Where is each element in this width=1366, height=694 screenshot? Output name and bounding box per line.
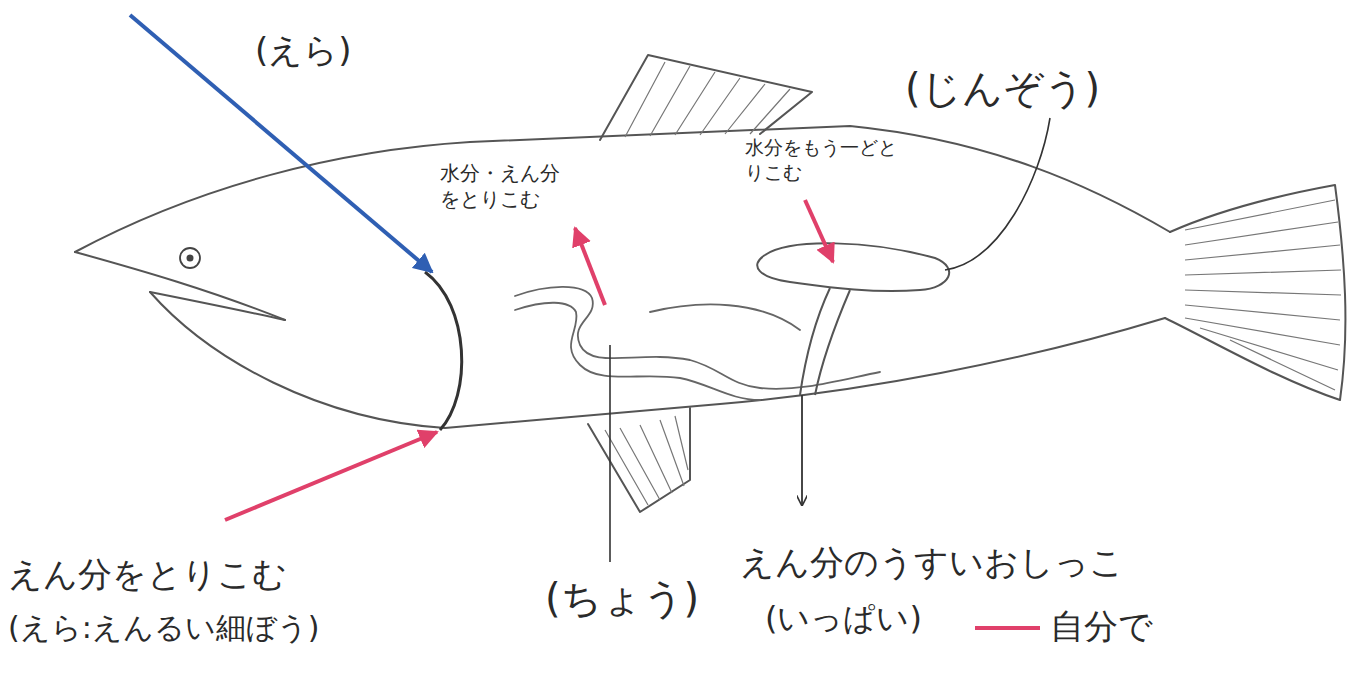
part-name: (じんぞう) bbox=[905, 62, 1100, 114]
note: えん分をとりこむ bbox=[8, 552, 287, 596]
note: 水分をもう一どとりこむ bbox=[745, 135, 905, 184]
note: えん分のうすいおしっこ bbox=[740, 540, 1124, 584]
legend-line bbox=[975, 626, 1040, 630]
part-name: (えら) bbox=[255, 28, 352, 72]
note: (いっぱい) bbox=[765, 598, 922, 640]
note: 水分・えん分をとりこむ bbox=[440, 160, 568, 212]
part-name: (えら:えんるい細ぼう) bbox=[8, 608, 320, 647]
part-name: (ちょう) bbox=[545, 572, 699, 624]
legend-text: 自分で bbox=[1050, 604, 1153, 648]
